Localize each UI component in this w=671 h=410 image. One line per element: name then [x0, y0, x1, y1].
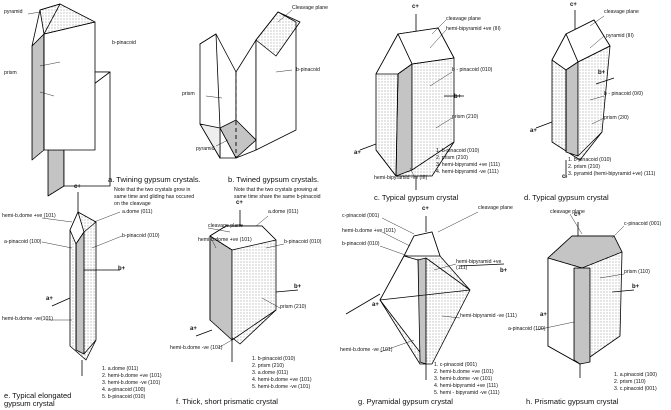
axis-a-plus: a+	[190, 326, 197, 332]
label-pyramid: pyramid	[4, 9, 23, 15]
axis-b-plus: b+	[294, 284, 302, 290]
label-hemi-b-dome-minus: hemi-b.dome -ve (101)	[340, 347, 393, 353]
panel-h-drawing	[547, 222, 635, 378]
label-a-pinacoid: a-pinacoid (100)	[508, 326, 546, 332]
panel-b-drawing	[199, 11, 301, 159]
label-b-pinacoid: b-pinacoid	[112, 40, 136, 46]
axis-c-plus: c+	[422, 206, 429, 212]
panel-d-drawing	[535, 10, 615, 178]
label-cleavage-plane: cleavage plane	[478, 205, 513, 211]
caption-c: c. Typical gypsum crystal	[374, 193, 459, 202]
label-b-pinacoid: b - pinacoid (0/0)	[604, 91, 643, 97]
label-prism: prism	[4, 70, 17, 76]
axis-c-plus: c+	[574, 212, 581, 218]
panel-f-drawing	[195, 210, 299, 362]
panel-e-drawing	[51, 192, 120, 376]
label-b-pinacoid: b-pinacoid	[296, 67, 320, 73]
label-hemi-b-dome-minus: hemi-b.dome -ve (101)	[170, 345, 223, 351]
caption-h: h. Prismatic gypsum crystal	[526, 397, 619, 406]
label-b-pinacoid: b-pinacoid (010)	[122, 233, 160, 239]
axis-c-plus: c+	[412, 4, 419, 10]
label-prism: prism (2/0)	[604, 115, 629, 121]
axis-a-plus: a+	[354, 150, 361, 156]
label-hemi-bipyramid-ve: hemi-bipyramid -ve (III)	[374, 175, 428, 181]
axis-c-minus: c-	[562, 174, 568, 180]
caption-g: g. Pyramidal gypsum crystal	[358, 397, 453, 406]
label-c-pinacoid: c-pinacoid (001)	[342, 213, 380, 219]
label-prism: prism (210)	[452, 114, 479, 120]
axis-a-plus: a+	[372, 302, 379, 308]
label-prism: prism	[182, 91, 195, 97]
label-c-pinacoid: c-pinacoid (001)	[624, 221, 662, 227]
axis-a-plus: a+	[540, 312, 547, 318]
label-hemi-b-dome-plus: hemi-b.dome +ve (101)	[198, 237, 252, 243]
label-prism: prism (110)	[624, 269, 650, 275]
label-hemi-b-dome-plus: hemi-b.dome +ve (101)	[342, 228, 396, 234]
caption-d: d. Typical gypsum crystal	[524, 193, 609, 202]
label-cleavage-plane: Cleavage plane	[292, 5, 329, 11]
axis-b-plus: b+	[454, 94, 462, 100]
legend-e: a.dome (011)hemi-b.dome +ve (101)hemi-b.…	[102, 366, 162, 401]
label-cleavage-plane: cleavage plane	[604, 9, 639, 15]
axis-a-plus: a+	[530, 128, 537, 134]
axis-c-plus: c+	[236, 200, 243, 206]
axis-c-plus: c+	[74, 184, 81, 190]
label-cleavage-plane: cleavage plane	[446, 16, 481, 22]
label-a-dome: a.dome (011)	[268, 209, 299, 215]
label-hemi-b-dome-minus: hemi-b.dome -ve(101)	[2, 316, 54, 322]
axis-b-plus: b+	[500, 268, 508, 274]
legend-d: b-pinacoid (010)prism (210)pyramid (hemi…	[568, 157, 656, 178]
axis-c-plus: c+	[570, 2, 577, 8]
label-cleavage-plane: cleavage plane	[208, 223, 243, 229]
axis-a-plus: a+	[46, 296, 53, 302]
legend-c: b-pinacoid (010)prism (210)hemi-bipyrami…	[436, 148, 500, 176]
axis-b-plus: b+	[632, 284, 640, 290]
label-hemi-bipyramid: hemi-bipyramid +ve (III)	[446, 26, 501, 32]
label-b-pinacoid: b - pinacoid (010)	[452, 67, 493, 73]
label-pyramid: pyramid (III)	[606, 33, 634, 39]
label-b-pinacoid: b-pinacoid (010)	[284, 239, 322, 245]
caption-a: a. Twining gypsum crystals.	[108, 175, 201, 184]
label-a-dome: a.dome (011)	[122, 209, 153, 215]
label-hemi-b-dome-plus: hemi-b.dome +ve (101)	[2, 213, 56, 219]
legend-f: b-pinacoid (010)prism (210)a.dome (011)h…	[252, 356, 312, 391]
panel-g-drawing	[345, 216, 505, 380]
label-pyramid: pyramid	[196, 146, 215, 152]
panel-a-drawing	[31, 3, 111, 197]
label-hemi-bipyramid-plus: hemi-bipyramid +ve(111)	[456, 259, 502, 271]
legend-h: a.pinacoid (100)prism (110)c.pinacoid (0…	[614, 372, 657, 393]
panel-c-drawing	[359, 14, 464, 190]
legend-g: c-pinacoid (001)hemi-b.dome +ve (101)hem…	[434, 362, 500, 397]
caption-b: b. Twined gypsum crystals.	[228, 175, 320, 184]
label-a-pinacoid: a-pinacoid (100)	[4, 239, 42, 245]
label-b-pinacoid: b-pinacoid (010)	[342, 241, 380, 247]
label-cleavage-plane: cleavage plane	[550, 209, 585, 215]
caption-f: f. Thick, short prismatic crystal	[176, 397, 278, 406]
label-hemi-bipyramid-minus: hemi-bipyramid -ve (111)	[460, 313, 517, 319]
axis-b-plus: b+	[118, 266, 126, 272]
label-prism: prism (210)	[280, 304, 307, 310]
axis-b-plus: b+	[598, 70, 606, 76]
